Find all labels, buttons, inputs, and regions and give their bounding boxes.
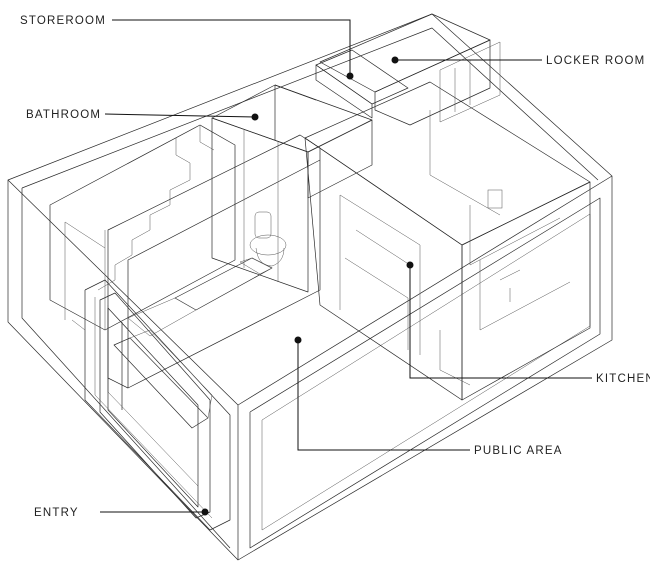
entry-label: ENTRY — [34, 507, 79, 519]
bathroom-marker — [251, 113, 259, 121]
locker-room-marker — [391, 56, 399, 64]
public-area-marker — [294, 336, 302, 344]
building-shell — [7, 13, 613, 561]
kitchen-side — [461, 181, 591, 401]
storeroom-volume — [315, 49, 409, 119]
toilet-icon — [249, 211, 287, 267]
bench-connector — [127, 297, 197, 337]
benches — [113, 257, 273, 429]
public-area-label: PUBLIC AREA — [474, 445, 563, 457]
interior-partitions — [71, 134, 321, 531]
locker-room-label: LOCKER ROOM — [546, 55, 645, 67]
bathroom-front — [211, 117, 309, 293]
labels: STOREROOM BATHROOM LOCKER ROOM KITCHEN P… — [20, 15, 650, 519]
storeroom-label: STOREROOM — [20, 15, 106, 27]
bathroom-label: BATHROOM — [26, 109, 101, 121]
locker-room-side — [374, 39, 491, 126]
kitchen-marker — [406, 261, 414, 269]
kitchen-front — [304, 137, 463, 401]
kitchen-top — [304, 81, 591, 246]
bathroom-volume — [211, 84, 373, 293]
locker-room-volume — [319, 13, 501, 126]
bathroom-side — [307, 119, 373, 199]
kitchen-volume — [304, 81, 591, 401]
staircase — [49, 124, 236, 331]
kitchen-label: KITCHEN — [596, 373, 650, 385]
callouts — [100, 19, 592, 516]
entry-door — [99, 292, 211, 519]
entry-marker — [201, 508, 209, 516]
storeroom-marker — [346, 72, 354, 80]
